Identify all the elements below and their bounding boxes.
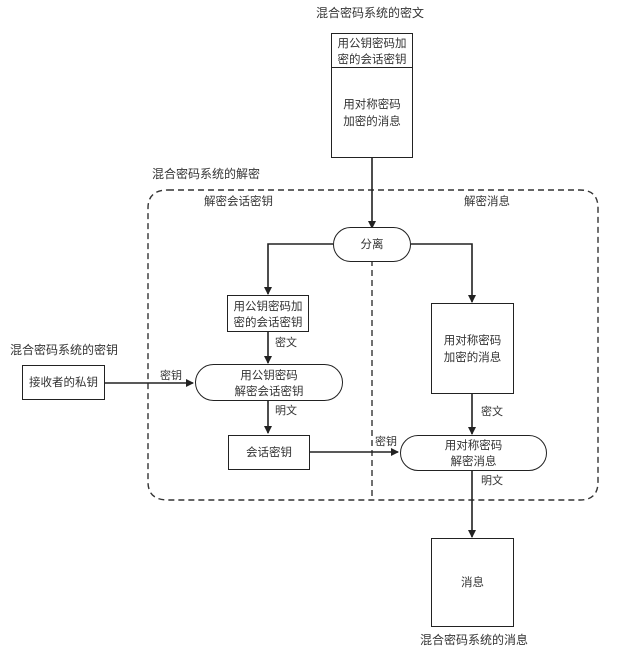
decrypt-session-key-node: 用公钥密码 解密会话密钥 <box>195 364 343 401</box>
edge-label-plaintext-right: 明文 <box>481 474 503 487</box>
top-encrypted-message-node: 用对称密码 加密的消息 <box>331 67 413 158</box>
edge-label-key-right: 密钥 <box>375 435 397 448</box>
decryption-container <box>147 189 599 501</box>
message-title: 混合密码系统的消息 <box>420 633 529 647</box>
key-title: 混合密码系统的密钥 <box>10 343 119 357</box>
edge-label-ciphertext-right: 密文 <box>481 405 503 418</box>
edge-label-ciphertext-left: 密文 <box>275 336 297 349</box>
encrypted-message-node: 用对称密码 加密的消息 <box>431 303 514 394</box>
ciphertext-title: 混合密码系统的密文 <box>316 6 425 20</box>
edge-label-plaintext-left: 明文 <box>275 404 297 417</box>
section-label-decrypt-session-key: 解密会话密钥 <box>204 194 273 208</box>
message-node: 消息 <box>431 538 514 627</box>
split-node: 分离 <box>333 227 411 262</box>
decryption-title: 混合密码系统的解密 <box>152 167 261 181</box>
edge-split-to-session-key <box>264 243 333 295</box>
encrypted-session-key-node: 用公钥密码加 密的会话密钥 <box>227 295 309 332</box>
session-key-node: 会话密钥 <box>228 435 310 470</box>
receiver-private-key-node: 接收者的私钥 <box>22 365 105 400</box>
top-encrypted-session-key-node: 用公钥密码加 密的会话密钥 <box>331 33 413 69</box>
edge-label-key-left: 密钥 <box>160 369 182 382</box>
edge-split-to-message <box>411 243 476 303</box>
section-label-decrypt-message: 解密消息 <box>464 194 510 208</box>
decrypt-message-node: 用对称密码 解密消息 <box>400 435 547 471</box>
